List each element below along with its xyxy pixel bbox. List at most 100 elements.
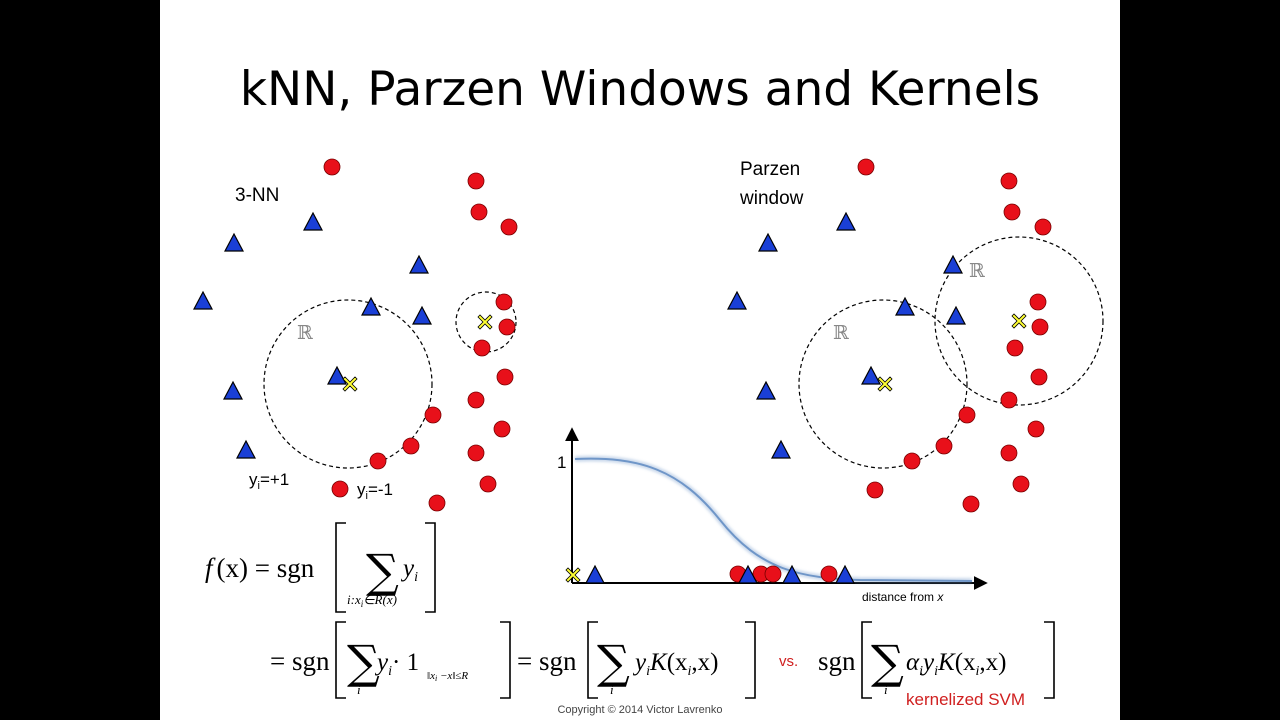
parzen-label-line2: window xyxy=(739,188,804,209)
circle-marker xyxy=(1006,339,1024,357)
triangle-marker xyxy=(758,232,778,252)
sum-symbol: ∑ xyxy=(347,635,380,689)
circle-marker xyxy=(495,293,513,311)
bracket-right xyxy=(745,621,756,699)
triangle-marker xyxy=(756,380,776,400)
circle-marker xyxy=(331,480,349,498)
sum-subscript: i:xi∈R(x) xyxy=(347,592,397,609)
sum-symbol: ∑ xyxy=(871,635,904,689)
negative-class-label: yi=-1 xyxy=(357,480,393,502)
kernel-term: yiK(xi,x) xyxy=(632,649,718,679)
formula-y: yi xyxy=(400,555,418,585)
circle-marker xyxy=(866,481,884,499)
triangle-marker xyxy=(943,254,963,274)
circle-marker xyxy=(467,172,485,190)
left-circles xyxy=(323,158,518,512)
copyright-notice: Copyright © 2014 Victor Lavrenko xyxy=(557,704,723,716)
formula-lhs: f(x) = sgn xyxy=(205,553,315,583)
query-cross xyxy=(477,314,493,330)
parzen-window-circle-left xyxy=(798,299,968,469)
kernel-curve xyxy=(574,457,973,582)
bracket-left xyxy=(335,522,346,613)
indicator-term: yi· 1 xyxy=(374,649,419,679)
circle-marker xyxy=(764,565,782,583)
circle-marker xyxy=(903,452,921,470)
knn-formula: f(x) = sgn ∑ yi i:xi∈R(x) xyxy=(205,522,436,613)
sgn-3: sgn xyxy=(818,646,856,676)
svm-term: αiyiK(xi,x) xyxy=(906,649,1007,679)
triangle-marker xyxy=(836,211,856,231)
vs-label: vs. xyxy=(779,653,798,670)
query-cross xyxy=(342,376,358,392)
query-cross xyxy=(565,567,581,583)
circle-marker xyxy=(500,218,518,236)
kernel-plot: 1 distance from x xyxy=(557,427,988,604)
slide-title: kNN, Parzen Windows and Kernels xyxy=(239,62,1041,117)
circle-marker xyxy=(1000,391,1018,409)
triangle-marker xyxy=(223,380,243,400)
region-symbol: ℝ xyxy=(969,260,985,282)
triangle-marker xyxy=(771,439,791,459)
sum-symbol: ∑ xyxy=(366,544,399,598)
left-triangles xyxy=(193,211,432,459)
region-symbol: ℝ xyxy=(833,322,849,344)
circle-marker xyxy=(467,391,485,409)
triangle-marker xyxy=(412,305,432,325)
axis-markers xyxy=(585,564,855,584)
eq-sgn-1: = sgn xyxy=(270,646,330,676)
right-triangles xyxy=(727,211,966,459)
query-cross xyxy=(877,376,893,392)
x-axis-label: distance from x xyxy=(862,590,944,604)
triangle-marker xyxy=(835,564,855,584)
sum-subscript-i: i xyxy=(884,682,888,697)
query-cross xyxy=(1011,313,1027,329)
circle-marker xyxy=(1000,444,1018,462)
circle-marker xyxy=(962,495,980,513)
triangle-marker xyxy=(361,296,381,316)
kernel-formula: = sgn ∑ i yi· 1 ‖xi −x‖≤R = sgn ∑ i yiK(… xyxy=(270,621,1055,709)
y-tick-one: 1 xyxy=(557,453,566,472)
circle-marker xyxy=(1034,218,1052,236)
circle-marker xyxy=(935,437,953,455)
triangle-marker xyxy=(861,365,881,385)
positive-class-label: yi=+1 xyxy=(249,470,289,492)
circle-marker xyxy=(479,475,497,493)
triangle-marker xyxy=(409,254,429,274)
circle-marker xyxy=(323,158,341,176)
circle-marker xyxy=(473,339,491,357)
kernel-curve-glow xyxy=(574,455,973,584)
triangle-marker xyxy=(193,290,213,310)
circle-marker xyxy=(1031,318,1049,336)
circle-marker xyxy=(424,406,442,424)
bracket-right xyxy=(1044,621,1055,699)
circle-marker xyxy=(820,565,838,583)
bracket-right xyxy=(425,522,436,613)
bracket-left xyxy=(861,621,872,699)
circle-marker xyxy=(498,318,516,336)
parzen-label-line1: Parzen xyxy=(740,159,800,180)
bracket-left xyxy=(587,621,598,699)
slide xyxy=(160,0,1120,720)
circle-marker xyxy=(958,406,976,424)
left-panel: 3-NN ℝ xyxy=(193,158,518,512)
three-nn-label: 3-NN xyxy=(235,185,279,206)
circle-marker xyxy=(1012,475,1030,493)
triangle-marker xyxy=(782,564,802,584)
triangle-marker xyxy=(895,296,915,316)
circle-marker xyxy=(857,158,875,176)
circle-marker xyxy=(428,494,446,512)
bracket-left xyxy=(335,621,346,699)
triangle-marker xyxy=(236,439,256,459)
circle-marker xyxy=(402,437,420,455)
circle-marker xyxy=(467,444,485,462)
parzen-window-circle-right xyxy=(934,236,1104,406)
triangle-marker xyxy=(738,564,758,584)
sum-subscript-i: i xyxy=(610,682,614,697)
sum-symbol: ∑ xyxy=(597,635,630,689)
indicator-subscript: ‖xi −x‖≤R xyxy=(427,670,468,683)
circle-marker xyxy=(470,203,488,221)
region-circle-small xyxy=(455,291,517,353)
circle-marker xyxy=(1027,420,1045,438)
region-symbol: ℝ xyxy=(297,322,313,344)
